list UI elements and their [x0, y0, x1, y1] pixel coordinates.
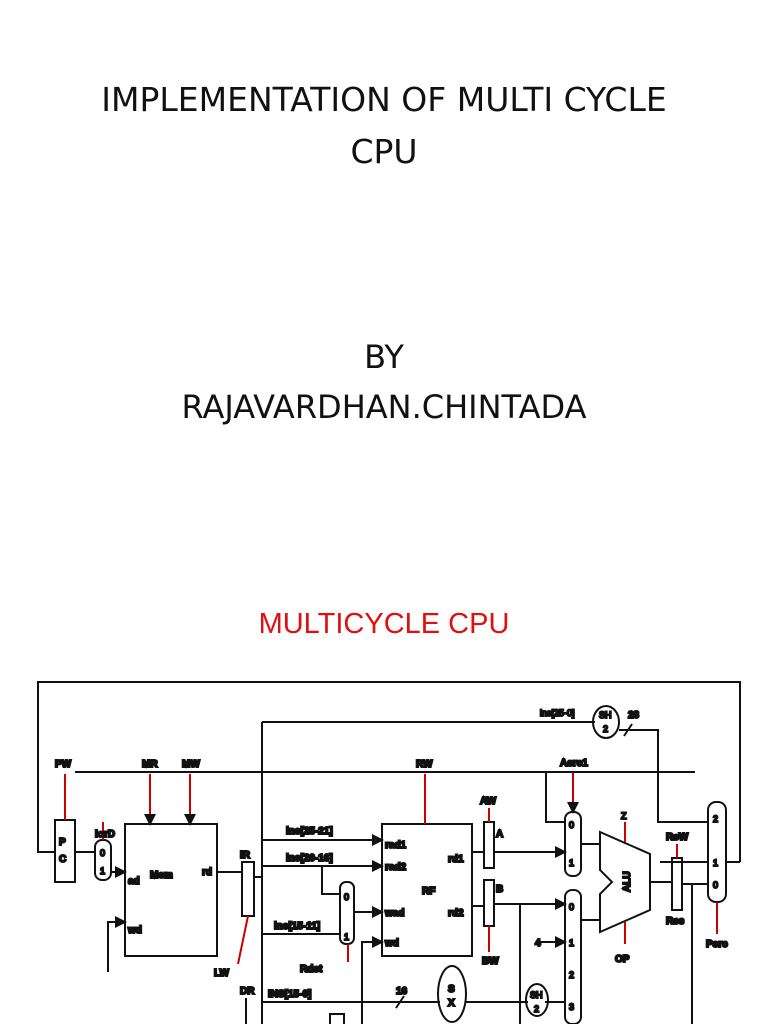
pc-to-asrc1	[545, 772, 565, 823]
label-16: 16	[396, 986, 408, 997]
slide-author: BY RAJAVARDHAN.CHINTADA	[0, 332, 768, 432]
label-a: A	[496, 829, 503, 840]
register-file	[381, 823, 473, 957]
label-sx-s: S	[448, 984, 455, 995]
label-iord: IorD	[95, 829, 115, 840]
shift-top	[592, 705, 620, 739]
slide-title: IMPLEMENTATION OF MULTI CYCLE CPU	[0, 74, 768, 178]
label-ins-15-11: ins[15-11]	[274, 921, 320, 932]
label-psrc-0: 0	[713, 880, 718, 890]
label-rad2: rad2	[385, 862, 407, 873]
asrc2-mux	[564, 889, 582, 1024]
label-rdst-0: 0	[344, 892, 349, 902]
label-sx-x: X	[448, 998, 455, 1009]
shift-bottom	[525, 983, 549, 1017]
label-asrc1: Asrc1	[560, 758, 588, 769]
label-asrc2-2: 2	[569, 970, 574, 980]
sh-top-out	[619, 729, 708, 823]
label-pc-p: P	[59, 837, 66, 848]
label-ins-25-0: ins[25-0]	[540, 708, 575, 718]
label-sh-top: SH	[599, 710, 612, 720]
label-mw: MW	[182, 759, 200, 770]
multicycle-cpu-diagram: PW MR MW RW Asrc1 AW A B BW Z ReW Res Ps…	[37, 681, 741, 1024]
label-psrc-1: 1	[713, 858, 718, 868]
label-rdst: Rdst	[300, 964, 323, 975]
label-asrc1-0: 0	[569, 820, 574, 830]
label-rd1: rd1	[448, 854, 464, 865]
b-register	[483, 879, 495, 927]
label-pc-c: C	[59, 854, 66, 865]
slash-16	[395, 995, 405, 1009]
ins-20-16-to-mux	[321, 866, 340, 895]
label-alu: ALU	[622, 871, 633, 892]
label-rd2: rd2	[448, 908, 464, 919]
sign-extend	[437, 965, 467, 1023]
label-iord-1: 1	[100, 866, 105, 876]
wd-wire	[107, 916, 127, 972]
author-name: RAJAVARDHAN.CHINTADA	[181, 388, 587, 426]
label-rdst-1: 1	[344, 932, 349, 942]
wd-feedback	[361, 936, 384, 1024]
label-sh-bottom: SH	[530, 990, 543, 1000]
label-res: Res	[666, 916, 685, 927]
label-asrc2-3: 3	[569, 1002, 574, 1012]
label-ins-20-16: ins[20-16]	[286, 853, 333, 864]
pc-register	[54, 819, 76, 883]
a-register	[483, 821, 495, 869]
label-rf: RF	[422, 886, 435, 897]
label-asrc1-1: 1	[569, 858, 574, 868]
label-bw: BW	[482, 956, 499, 967]
label-rw: RW	[416, 759, 433, 770]
label-rew: ReW	[666, 832, 689, 843]
label-rd: rd	[202, 867, 212, 878]
label-psrc: Psrc	[706, 939, 728, 950]
label-dr: DR	[240, 986, 255, 997]
label-lw: LW	[214, 968, 230, 979]
label-28: 28	[628, 710, 640, 721]
label-op: OP	[615, 954, 630, 965]
label-ins-25-21: ins[25-21]	[286, 826, 333, 837]
label-b: B	[496, 884, 503, 895]
label-asrc2-0: 0	[569, 902, 574, 912]
label-iord-0: 0	[100, 848, 105, 858]
label-ad: ad	[128, 876, 140, 887]
title-line-2: CPU	[350, 132, 418, 171]
by-label: BY	[364, 338, 404, 376]
label-z: Z	[621, 811, 627, 821]
label-sh-top-2: 2	[603, 724, 608, 734]
label-mr: MR	[142, 759, 158, 770]
memory-block	[124, 823, 218, 957]
label-sh-bottom-2: 2	[534, 1004, 539, 1014]
label-rf-wd: wd	[384, 938, 399, 949]
res-register	[671, 857, 683, 911]
label-mem: Mem	[150, 870, 173, 881]
lw-control	[237, 915, 249, 965]
diagram-heading: MULTICYCLE CPU	[258, 608, 510, 640]
outer-loop-wire	[37, 681, 741, 862]
dr-to-wd	[329, 1013, 345, 1024]
label-asrc2-1: 1	[569, 938, 574, 948]
title-line-1: IMPLEMENTATION OF MULTI CYCLE	[101, 80, 667, 119]
label-4: 4	[535, 938, 541, 949]
label-wad: wad	[384, 908, 404, 919]
slash-28	[623, 723, 633, 737]
label-rad1: rad1	[385, 840, 407, 851]
label-ir: IR	[240, 850, 251, 861]
label-pw: PW	[55, 759, 72, 770]
label-ins-15-0: INS[15-0]	[268, 989, 311, 1000]
label-aw: AW	[480, 796, 497, 807]
ir-register	[241, 861, 255, 917]
label-psrc-2: 2	[713, 814, 718, 824]
alu-block	[599, 830, 651, 934]
label-mem-wd: wd	[127, 925, 142, 936]
